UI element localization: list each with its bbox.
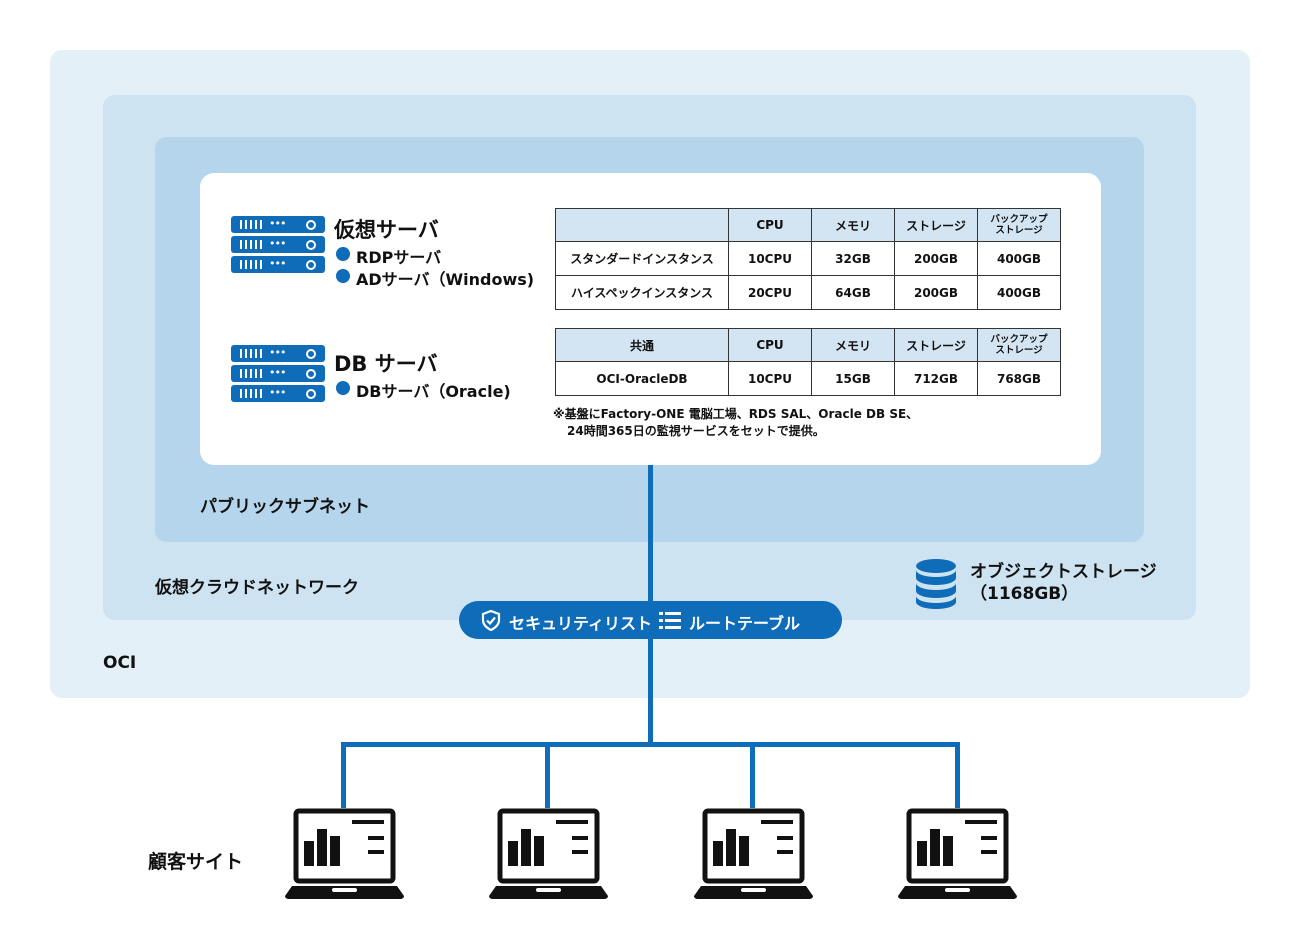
table-cell: 712GB xyxy=(894,361,978,396)
table-cell: 15GB xyxy=(811,361,895,396)
security-list-label: セキュリティリスト xyxy=(509,614,653,633)
footnote-line: 24時間365日の監視サービスをセットで提供。 xyxy=(567,424,825,438)
table-header: バックアップストレージ xyxy=(977,328,1061,362)
table-header xyxy=(555,208,729,242)
laptop-chart-icon xyxy=(694,808,813,899)
laptop-chart-icon xyxy=(489,808,608,899)
virtual-server-item: ADサーバ（Windows) xyxy=(336,266,534,290)
virtual-server-icon: ••• ••• ••• xyxy=(231,216,325,276)
table-cell: 64GB xyxy=(811,275,895,310)
vcn-label: 仮想クラウドネットワーク xyxy=(155,578,359,598)
table-cell: 32GB xyxy=(811,241,895,276)
table-header: CPU xyxy=(728,208,812,242)
virtual-spec-table: CPU メモリ ストレージ バックアップストレージ スタンダードインスタンス 1… xyxy=(555,208,1061,310)
laptop-chart-icon xyxy=(898,808,1017,899)
laptop-chart-icon xyxy=(285,808,404,899)
table-header: ストレージ xyxy=(894,208,978,242)
oci-label: OCI xyxy=(103,653,137,673)
shield-check-icon xyxy=(481,610,501,631)
table-cell: 10CPU xyxy=(728,361,812,396)
table-row: OCI-OracleDB 10CPU 15GB 712GB 768GB xyxy=(555,361,1061,396)
drop-wire xyxy=(545,742,550,808)
table-row: ハイスペックインスタンス 20CPU 64GB 200GB 400GB xyxy=(555,275,1061,310)
subnet-label: パブリックサブネット xyxy=(200,497,370,517)
table-cell: スタンダードインスタンス xyxy=(555,241,729,276)
table-cell: ハイスペックインスタンス xyxy=(555,275,729,310)
table-cell: OCI-OracleDB xyxy=(555,361,729,396)
trunk-wire xyxy=(648,639,653,747)
footnote-line: ※基盤にFactory-ONE 電脳工場、RDS SAL、Oracle DB S… xyxy=(553,407,919,421)
distribution-wire xyxy=(341,742,960,747)
table-cell: 400GB xyxy=(977,275,1061,310)
drop-wire xyxy=(750,742,755,808)
database-icon xyxy=(916,559,956,609)
db-server-icon: ••• ••• ••• xyxy=(231,345,325,405)
virtual-server-title: 仮想サーバ xyxy=(334,218,439,242)
object-storage-size: （1168GB） xyxy=(970,584,1079,604)
security-route-bar: セキュリティリスト ルートテーブル xyxy=(459,601,842,639)
table-header: バックアップストレージ xyxy=(977,208,1061,242)
object-storage-name: オブジェクトストレージ xyxy=(970,562,1157,582)
table-header: メモリ xyxy=(811,328,895,362)
table-cell: 10CPU xyxy=(728,241,812,276)
drop-wire xyxy=(955,742,960,808)
list-icon xyxy=(659,612,681,629)
table-header: ストレージ xyxy=(894,328,978,362)
table-cell: 200GB xyxy=(894,275,978,310)
footnote: ※基盤にFactory-ONE 電脳工場、RDS SAL、Oracle DB S… xyxy=(553,406,918,440)
table-cell: 400GB xyxy=(977,241,1061,276)
virtual-server-item: RDPサーバ xyxy=(336,244,441,268)
db-spec-table: 共通 CPU メモリ ストレージ バックアップストレージ OCI-OracleD… xyxy=(555,328,1061,396)
table-header: CPU xyxy=(728,328,812,362)
table-row: スタンダードインスタンス 10CPU 32GB 200GB 400GB xyxy=(555,241,1061,276)
table-cell: 20CPU xyxy=(728,275,812,310)
db-server-title: DB サーバ xyxy=(334,352,438,376)
drop-wire xyxy=(341,742,346,808)
object-storage-label: オブジェクトストレージ （1168GB） xyxy=(970,561,1157,605)
route-table-label: ルートテーブル xyxy=(689,614,801,633)
table-header: メモリ xyxy=(811,208,895,242)
db-server-item: DBサーバ（Oracle) xyxy=(336,378,511,402)
table-cell: 768GB xyxy=(977,361,1061,396)
customer-site-label: 顧客サイト xyxy=(148,851,244,873)
table-header: 共通 xyxy=(555,328,729,362)
table-cell: 200GB xyxy=(894,241,978,276)
uplink-wire xyxy=(648,465,653,601)
